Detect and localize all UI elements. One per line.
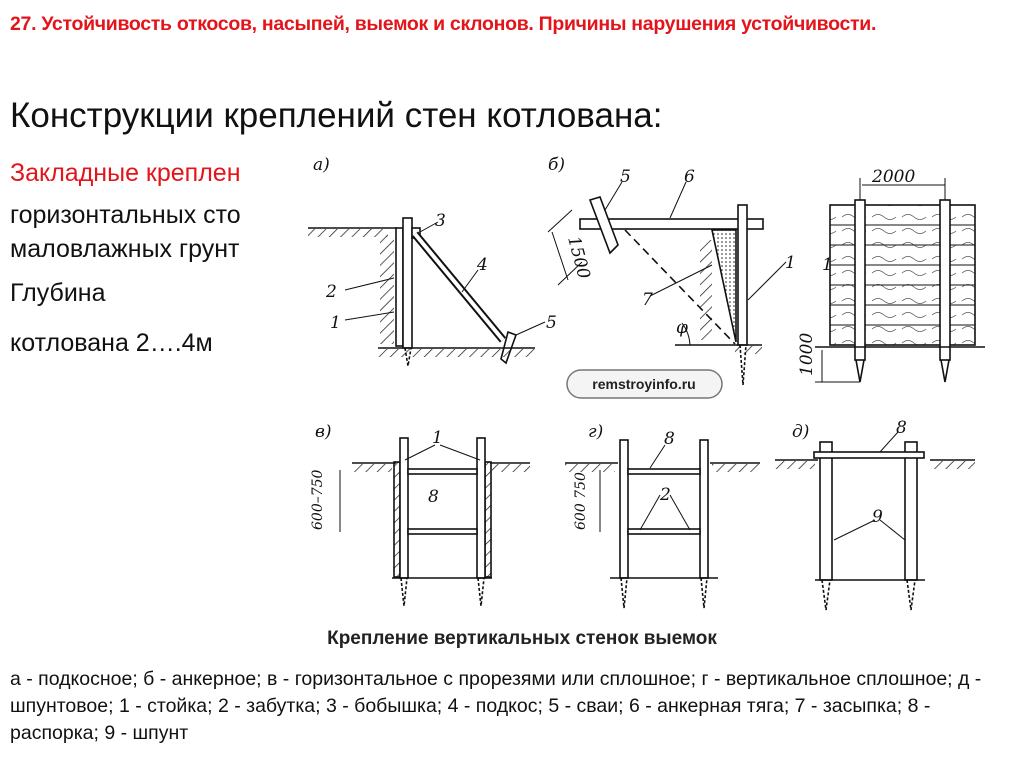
watermark-text: remstroyinfo.ru [592, 376, 695, 392]
left-text-line: горизонтальных сто [10, 201, 241, 229]
panel-d-label: д) [792, 422, 809, 442]
callout-8: 8 [896, 418, 907, 438]
panel-a-label: а) [313, 155, 330, 175]
dimension-2000: 2000 [871, 167, 915, 187]
callout-2: 2 [325, 282, 337, 302]
left-text-block: Закладные креплен горизонтальных сто мал… [10, 150, 298, 372]
angle-phi: φ [676, 318, 688, 338]
callout-9: 9 [872, 507, 883, 527]
callout-3: 3 [435, 211, 446, 231]
panel-b-anchor-shoring [547, 196, 764, 386]
callout-5: 5 [620, 167, 631, 187]
callout-5: 5 [546, 313, 557, 333]
panel-g-vertical-shoring [565, 439, 760, 609]
callout-2: 2 [659, 485, 671, 505]
panel-v-horizontal-shoring [339, 437, 530, 607]
callout-7: 7 [642, 290, 653, 310]
callout-6: 6 [684, 167, 695, 187]
slide-title: 27. Устойчивость откосов, насыпей, выемо… [10, 13, 877, 35]
left-text-line: Глубина [10, 279, 106, 307]
callout-8: 8 [428, 487, 439, 507]
panel-v-label: в) [315, 422, 332, 442]
left-text-line: маловлажных грунт [10, 235, 240, 263]
panel-elevation-view [815, 178, 985, 383]
dimension-600-750: 600 750 [573, 472, 589, 530]
left-text-line: котлована 2….4м [10, 329, 213, 357]
callout-1: 1 [822, 255, 833, 275]
callout-8: 8 [664, 429, 675, 449]
panel-d-sheet-pile-shoring [775, 441, 975, 611]
figure-caption: Крепление вертикальных стенок выемок [327, 628, 717, 649]
left-text-line: Закладные креплен [10, 159, 241, 187]
dimension-1000: 1000 [797, 333, 817, 376]
callout-1: 1 [785, 253, 796, 273]
slide-heading: Конструкции креплений стен котлована: [10, 96, 663, 135]
panel-b-label: б) [548, 155, 565, 175]
panel-g-label: г) [588, 422, 603, 442]
panel-a-strut-shoring [308, 217, 535, 367]
figure-legend: а - подкосное; б - анкерное; в - горизон… [10, 668, 982, 744]
callout-4: 4 [476, 255, 488, 275]
dimension-1500: 1500 [563, 234, 594, 281]
callout-1: 1 [432, 428, 443, 448]
callout-1: 1 [330, 313, 341, 333]
dimension-600-750: 600–750 [310, 469, 326, 530]
watermark-badge [566, 369, 723, 399]
